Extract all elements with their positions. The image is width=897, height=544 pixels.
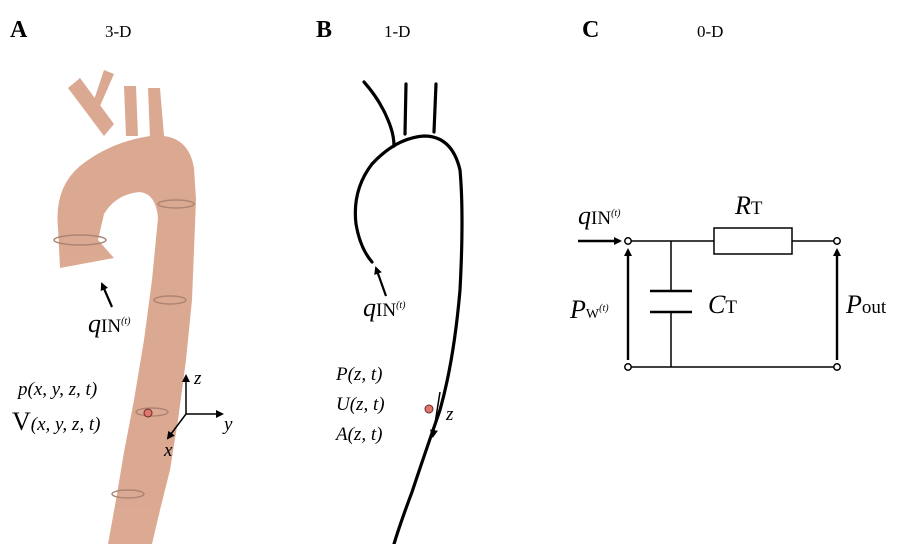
panel-a-inflow-label: qIN(t) xyxy=(88,309,131,338)
branch-line-3 xyxy=(432,82,438,134)
variable-label: U(z, t) xyxy=(336,394,385,415)
resistor xyxy=(713,227,793,255)
windkessel-circuit xyxy=(624,227,841,371)
panel-a-letter: A xyxy=(10,17,28,43)
branch-vessel-1 xyxy=(68,78,114,136)
z-axis-label: z xyxy=(193,368,202,389)
panel-b-title: 1-D xyxy=(384,22,410,41)
cross-section-ring xyxy=(153,295,187,305)
cross-section-ring xyxy=(53,234,107,246)
resistance-label: RT xyxy=(734,191,763,220)
cross-section-ring xyxy=(157,199,195,209)
inflow-arrow xyxy=(100,282,114,308)
panel-a-title: 3-D xyxy=(105,22,131,41)
compliance-label: CT xyxy=(708,290,737,319)
panel-c-title: 0-D xyxy=(697,22,723,41)
panel-c-letter: C xyxy=(582,17,599,43)
panel-b-inflow-label: qIN(t) xyxy=(363,293,406,322)
cross-section-ring xyxy=(111,489,145,499)
pressure-field-label: p(x, y, z, t) xyxy=(16,379,97,400)
velocity-field-label: V(x, y, z, t) xyxy=(12,407,100,436)
branch-vessel-4 xyxy=(148,88,164,138)
terminal-node xyxy=(624,237,632,245)
measurement-point-marker xyxy=(143,408,153,418)
flow-direction-arrow xyxy=(429,391,441,438)
measurement-point-marker xyxy=(424,404,434,414)
terminal-node xyxy=(833,237,841,245)
outlet-pressure-label: Pout xyxy=(845,290,887,319)
branch-vessel-2 xyxy=(90,70,114,112)
y-axis-label: y xyxy=(222,414,233,435)
aorta-3d-model xyxy=(53,70,196,544)
x-axis-label: x xyxy=(163,440,173,461)
panel-c-inflow-label: qIN(t) xyxy=(578,201,621,230)
windkessel-pressure-label: PW(t) xyxy=(569,295,609,324)
terminal-node xyxy=(624,363,632,371)
branch-line-1 xyxy=(362,80,396,148)
inflow-arrow xyxy=(374,266,388,297)
branch-vessel-3 xyxy=(124,86,138,136)
aorta-body xyxy=(57,135,196,544)
cross-section-ring xyxy=(135,407,169,417)
variable-label: A(z, t) xyxy=(334,424,382,445)
variable-label: P(z, t) xyxy=(335,364,382,385)
aorta-1d-centerline xyxy=(353,80,464,544)
panel-b-letter: B xyxy=(316,17,332,43)
coordinate-axes: z y x xyxy=(163,368,233,461)
panel-b-axis-label: z xyxy=(445,404,454,425)
x-axis xyxy=(166,413,187,440)
terminal-node xyxy=(833,363,841,371)
aortic-arch-line xyxy=(353,134,464,544)
branch-line-2 xyxy=(403,82,408,136)
